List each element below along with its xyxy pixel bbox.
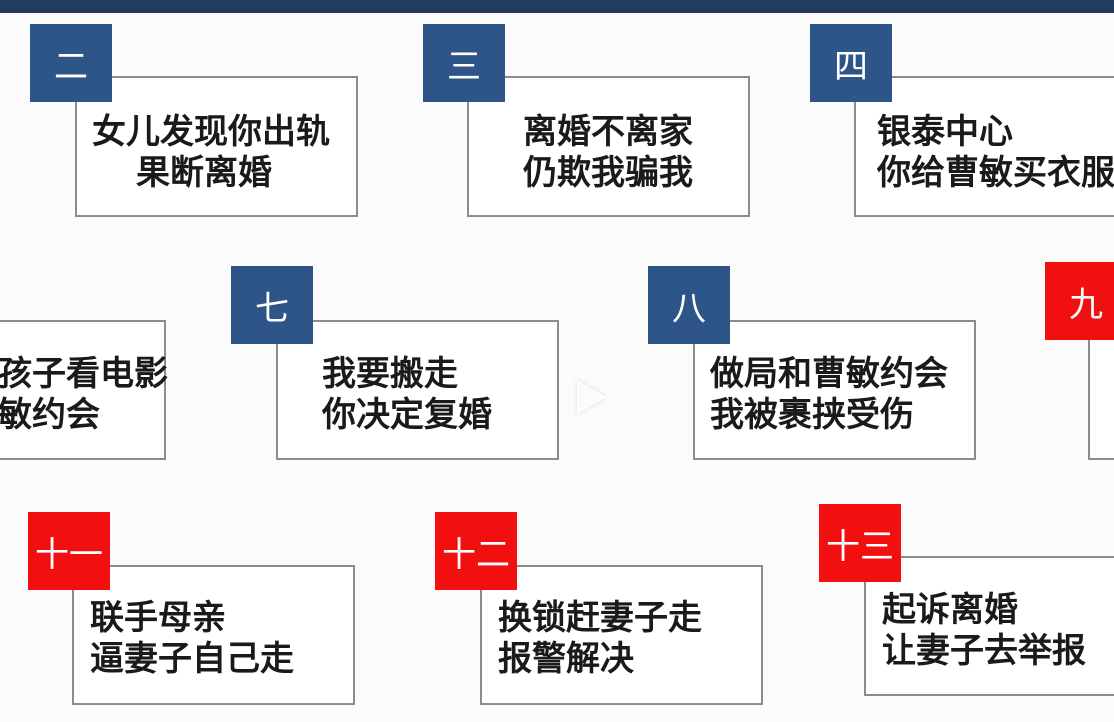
event-text: 离婚不离家 仍欺我骗我 bbox=[523, 112, 693, 194]
play-icon[interactable] bbox=[577, 380, 607, 414]
event-text-line: 仍欺我骗我 bbox=[523, 153, 693, 193]
event-text-line: 果断离婚 bbox=[136, 153, 272, 193]
event-text: 孩子看电影 敏约会 bbox=[0, 354, 168, 436]
event-text-line: 起诉离婚 bbox=[882, 590, 1018, 630]
event-text: 我要搬走 你决定复婚 bbox=[322, 354, 492, 436]
event-card-2 bbox=[75, 76, 358, 217]
event-card-6 bbox=[0, 320, 166, 460]
event-text-line: 让妻子去举报 bbox=[882, 631, 1086, 671]
event-text-line: 做局和曹敏约会 bbox=[710, 354, 948, 394]
event-text: 银泰中心 你给曹敏买衣服 bbox=[877, 112, 1114, 194]
event-text-line: 银泰中心 bbox=[877, 112, 1013, 152]
event-number-badge: 十二 bbox=[435, 512, 517, 590]
event-text-line: 你决定复婚 bbox=[322, 395, 492, 435]
event-card-8 bbox=[693, 320, 976, 460]
event-card-11 bbox=[72, 565, 355, 705]
event-text: 女儿发现你出轨 果断离婚 bbox=[92, 112, 330, 194]
event-text-line: 敏约会 bbox=[0, 395, 100, 435]
event-text-line: 孩子看电影 bbox=[0, 354, 168, 394]
event-card-12 bbox=[480, 565, 763, 705]
event-number-badge: 四 bbox=[810, 24, 892, 102]
event-text: 联手母亲 逼妻子自己走 bbox=[90, 598, 294, 680]
event-text-line: 你给曹敏买衣服 bbox=[877, 153, 1114, 193]
top-bar bbox=[0, 0, 1114, 13]
event-text-line: 换锁赶妻子走 bbox=[498, 598, 702, 638]
event-number-badge: 八 bbox=[648, 266, 730, 344]
event-card-7 bbox=[276, 320, 559, 460]
event-text-line: 我被裹挟受伤 bbox=[710, 395, 914, 435]
event-text: 换锁赶妻子走 报警解决 bbox=[498, 598, 702, 680]
event-card-9 bbox=[1088, 320, 1114, 460]
event-text: 做局和曹敏约会 我被裹挟受伤 bbox=[710, 354, 948, 436]
event-text: 起诉离婚 让妻子去举报 bbox=[882, 590, 1086, 672]
event-text-line: 报警解决 bbox=[498, 639, 634, 679]
event-number-badge: 九 bbox=[1045, 262, 1114, 340]
event-number-badge: 三 bbox=[423, 24, 505, 102]
event-number-badge: 十一 bbox=[28, 512, 110, 590]
event-card-3 bbox=[467, 76, 750, 217]
event-text-line: 逼妻子自己走 bbox=[90, 639, 294, 679]
event-text-line: 离婚不离家 bbox=[523, 112, 693, 152]
event-card-13 bbox=[864, 556, 1114, 696]
event-number-badge: 七 bbox=[231, 266, 313, 344]
event-text-line: 我要搬走 bbox=[322, 354, 458, 394]
event-text-line: 联手母亲 bbox=[90, 598, 226, 638]
event-text-line: 女儿发现你出轨 bbox=[92, 112, 330, 152]
event-number-badge: 十三 bbox=[819, 504, 901, 582]
event-card-4 bbox=[854, 76, 1114, 217]
event-number-badge: 二 bbox=[30, 24, 112, 102]
